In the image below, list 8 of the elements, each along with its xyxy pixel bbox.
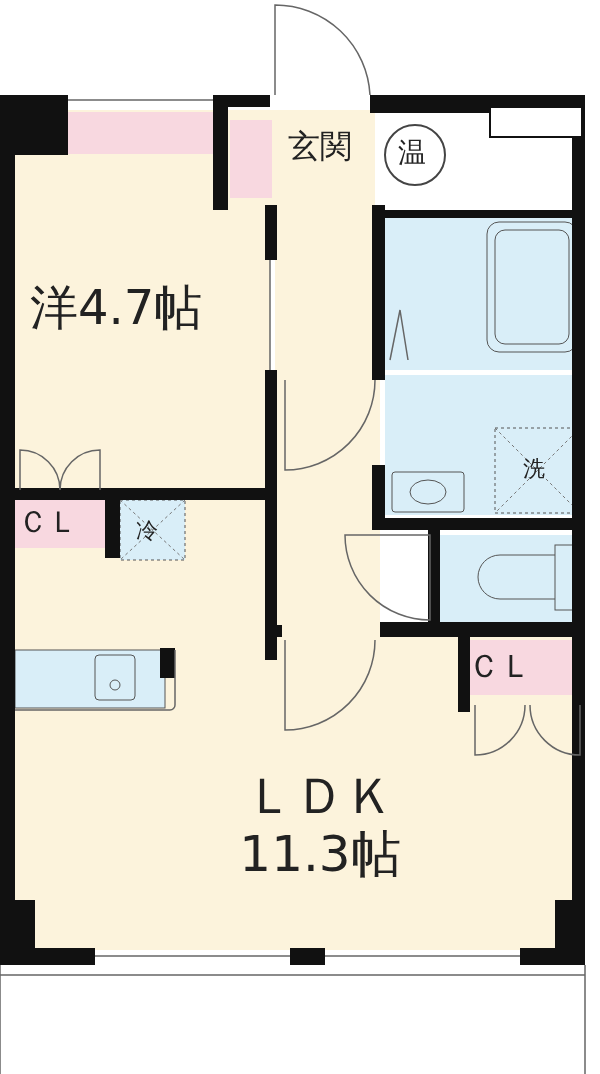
fixture-label: 冷 — [136, 518, 158, 544]
closet-label: ＣＬ — [468, 648, 532, 685]
room-label: 洋4.7帖 — [30, 280, 203, 336]
fixture-label: 温 — [398, 137, 426, 170]
fixture-label: 洗 — [523, 456, 545, 482]
room-label: ＬＤＫ 11.3帖 — [238, 768, 402, 883]
room-label: 玄関 — [288, 128, 352, 165]
closet-label: ＣＬ — [18, 505, 78, 540]
